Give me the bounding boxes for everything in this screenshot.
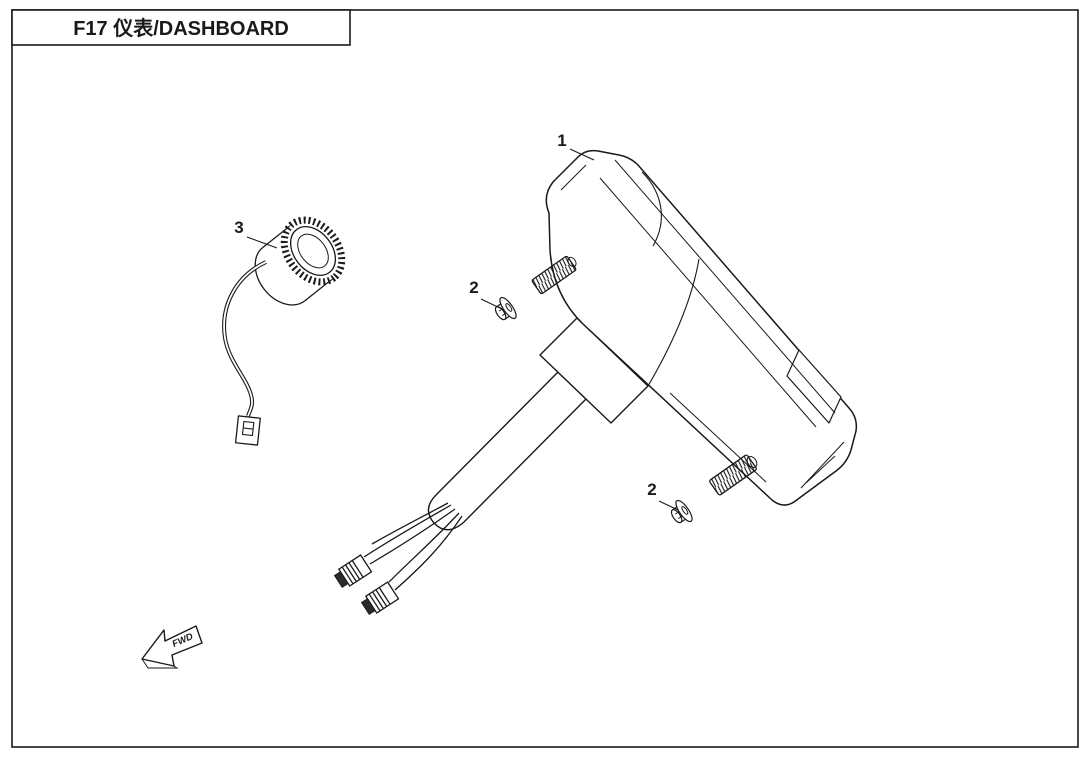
flange-nut-lower [670, 499, 693, 524]
stud-threads [709, 454, 757, 496]
fwd-arrow-outline [141, 625, 203, 667]
casing-end-line [560, 164, 587, 191]
housing-notch-curve [641, 171, 662, 247]
connector-rib [348, 562, 361, 580]
connector-rib [368, 593, 381, 612]
fwd-arrow: FWD [141, 625, 203, 669]
threaded-stud-upper [531, 255, 577, 295]
connector-rib [375, 589, 388, 607]
nut-end [670, 509, 683, 524]
sensor-cable-core [223, 261, 267, 417]
connector-tip [333, 571, 349, 588]
connector-slot-line [243, 427, 254, 430]
leader-line-3 [246, 236, 278, 249]
mounting-stalk [427, 371, 587, 531]
callout-3: 3 [234, 218, 243, 237]
wiring-harness [363, 502, 463, 591]
casing-rim-line [614, 159, 836, 414]
flange-nut-upper [494, 296, 517, 321]
sensor-cap-inner [297, 233, 329, 269]
fwd-arrow-shadow [141, 658, 179, 669]
sensor-connector [234, 415, 261, 446]
callout-2-lower: 2 [647, 480, 656, 499]
threaded-stud-lower [709, 454, 757, 496]
dashboard-housing [545, 149, 858, 506]
sensor-cap-face [289, 226, 337, 276]
harness-connector-a [333, 554, 373, 588]
wire-strand [394, 515, 463, 591]
page-title: F17 仪表/DASHBOARD [73, 16, 289, 40]
leader-line-1 [569, 148, 595, 161]
connector-rib [371, 591, 384, 610]
connector-rib [341, 566, 354, 585]
wire-strand [371, 502, 449, 545]
connector-rib [351, 560, 364, 578]
stud-threads [531, 255, 577, 295]
housing-divider-curve [647, 258, 700, 387]
title-box [11, 9, 351, 46]
nut-hole [681, 506, 689, 515]
connector-rib [378, 587, 391, 605]
dashboard-assembly [427, 149, 858, 531]
wire-strand [363, 504, 452, 558]
wire-strand [388, 512, 460, 583]
connector-tip [360, 598, 376, 615]
harness-connector-b [360, 581, 400, 615]
callouts: 1 2 2 3 [234, 131, 679, 511]
wire-strand [369, 508, 456, 565]
leader-line-2-lower [658, 500, 679, 511]
sensor-part [222, 216, 346, 446]
nut-end [494, 306, 507, 321]
casing-right-line2 [805, 455, 836, 484]
leader-line-2-upper [480, 298, 503, 310]
callout-2-upper: 2 [469, 278, 478, 297]
border-frame [11, 9, 1079, 748]
sensor-cable-outline [222, 260, 267, 417]
casing-step-line [599, 177, 817, 428]
connector-rib [344, 564, 357, 583]
connector-housing [234, 415, 261, 446]
nut-hole [505, 303, 513, 312]
callout-1: 1 [557, 131, 566, 150]
